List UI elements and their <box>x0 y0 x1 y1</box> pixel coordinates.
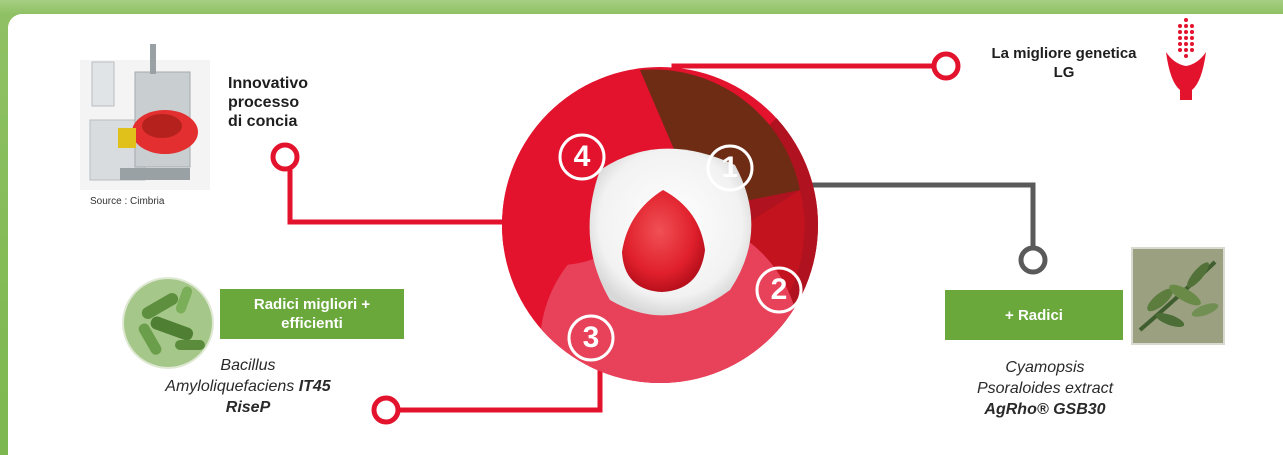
label-concia: Innovativo processo di concia <box>228 74 308 131</box>
cyamopsis-line1: Cyamopsis <box>930 357 1160 378</box>
connector-node-radici <box>1021 248 1045 272</box>
label-genetica-line1: La migliore genetica <box>966 44 1162 63</box>
plant-leaf-image <box>1132 248 1224 344</box>
source-caption: Source : Cimbria <box>90 196 164 207</box>
label-concia-line1: Innovativo <box>228 74 308 93</box>
badge-number-2: 2 <box>757 271 801 309</box>
bacillus-line2: Amyloliquefaciens IT45 <box>130 376 366 397</box>
label-concia-line2: processo <box>228 93 308 112</box>
bacillus-line1: Bacillus <box>130 355 366 376</box>
bacillus-text: Bacillus Amyloliquefaciens IT45 RiseP <box>130 355 366 418</box>
radici-migliori-line2: efficienti <box>281 314 343 333</box>
bacillus-line2-prefix: Amyloliquefaciens <box>165 378 294 395</box>
badge-number-4: 4 <box>560 138 604 176</box>
corn-dots <box>1178 18 1194 58</box>
label-genetica: La migliore genetica LG <box>966 44 1162 82</box>
bacillus-line2-bold: IT45 <box>299 378 331 395</box>
radici-migliori-box: Radici migliori + efficienti <box>220 289 404 339</box>
label-concia-line3: di concia <box>228 112 308 131</box>
connector-node-bacillus <box>374 398 398 422</box>
cyamopsis-line2: Psoraloides extract <box>930 378 1160 399</box>
label-genetica-line2: LG <box>966 63 1162 82</box>
connector-radici <box>805 185 1033 248</box>
bacillus-line3: RiseP <box>130 397 366 418</box>
connector-bacillus <box>398 370 600 410</box>
radici-migliori-line1: Radici migliori + <box>254 295 370 314</box>
badge-number-1: 1 <box>708 149 752 187</box>
connector-concia <box>290 168 510 222</box>
badge-number-3: 3 <box>569 319 613 357</box>
connector-node-genetica <box>934 54 958 78</box>
cyamopsis-line3: AgRho® GSB30 <box>930 399 1160 420</box>
connector-node-concia <box>273 145 297 169</box>
seed-treatment-machine-image <box>80 44 210 190</box>
radici-box: + Radici <box>945 290 1123 340</box>
cyamopsis-text: Cyamopsis Psoraloides extract AgRho® GSB… <box>930 357 1160 420</box>
central-circle <box>410 30 1000 455</box>
lg-corn-logo-icon <box>1166 18 1206 100</box>
